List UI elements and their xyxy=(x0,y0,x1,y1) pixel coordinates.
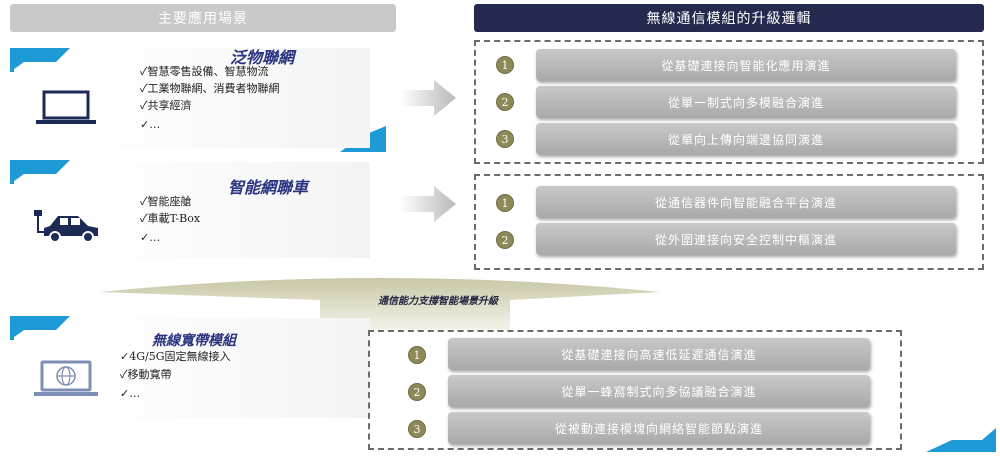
header-main-scenarios: 主要應用場景 xyxy=(10,4,396,32)
support-band xyxy=(100,278,660,330)
laptop-icon xyxy=(36,90,96,124)
step-pill: 從外圍連接向安全控制中樞演進 xyxy=(536,223,956,255)
header-upgrade-logic: 無線通信模組的升級邏輯 xyxy=(474,4,984,32)
step-pill: 從被動連接模塊向網絡智能節點演進 xyxy=(448,412,870,444)
scenario-card-iot: 泛物聯網 ✓智慧零售設備、智慧物流 ✓工業物聯網、消費者物聯網 ✓共享經濟 ✓… xyxy=(10,44,386,156)
step-pill: 從基礎連接向智能化應用演進 xyxy=(536,49,956,81)
band-label: 通信能力支撐智能場景升級 xyxy=(378,296,498,307)
bullet-item: ✓工業物聯網、消費者物聯網 xyxy=(140,82,280,95)
bullet-item: ✓… xyxy=(120,387,141,400)
step-number: 3 xyxy=(408,420,426,438)
bullet-item: ✓4G/5G固定無線接入 xyxy=(120,350,231,363)
step-number: 2 xyxy=(496,231,514,249)
arrow-right-icon xyxy=(400,186,456,222)
step-number: 1 xyxy=(496,194,514,212)
step-number: 3 xyxy=(496,130,514,148)
corner-accent xyxy=(926,428,996,452)
bullet-item: ✓共享經濟 xyxy=(140,99,192,112)
globe-laptop-icon xyxy=(34,360,98,396)
step-number: 1 xyxy=(496,56,514,74)
upgrade-group-iot xyxy=(474,40,984,164)
step-pill: 從通信器件向智能融合平台演進 xyxy=(536,186,956,218)
bullet-item: ✓… xyxy=(140,231,161,244)
scenario-card-vehicle: 智能網聯車 ✓智能座艙 ✓車載T-Box ✓… xyxy=(10,160,386,264)
card-corner-accent xyxy=(10,316,70,340)
car-icon xyxy=(34,210,98,243)
bullet-item: ✓移動寬帶 xyxy=(120,368,172,381)
step-number: 2 xyxy=(408,383,426,401)
bullet-item: ✓… xyxy=(140,118,161,131)
scenario-title: 智能網聯車 xyxy=(228,178,309,197)
scenario-card-broadband: 無線寬帶模組 ✓4G/5G固定無線接入 ✓移動寬帶 ✓… xyxy=(10,316,386,426)
card-corner-accent xyxy=(10,160,70,184)
bullet-item: ✓車載T-Box xyxy=(140,212,201,225)
step-number: 1 xyxy=(408,346,426,364)
upgrade-group-broadband xyxy=(368,330,902,450)
step-pill: 從單一蜂窩制式向多協議融合演進 xyxy=(448,375,870,407)
bullet-item: ✓智慧零售設備、智慧物流 xyxy=(140,65,269,78)
step-number: 2 xyxy=(496,93,514,111)
bullet-item: ✓智能座艙 xyxy=(140,195,192,208)
step-pill: 從基礎連接向高速低延遲通信演進 xyxy=(448,338,870,370)
step-pill: 從單一制式向多模融合演進 xyxy=(536,86,956,118)
arrow-right-icon xyxy=(400,80,456,116)
step-pill: 從單向上傳向端邊協同演進 xyxy=(536,123,956,155)
scenario-title: 泛物聯網 xyxy=(230,48,295,67)
upgrade-group-vehicle xyxy=(474,174,984,270)
scenario-title: 無線寬帶模組 xyxy=(152,333,236,349)
